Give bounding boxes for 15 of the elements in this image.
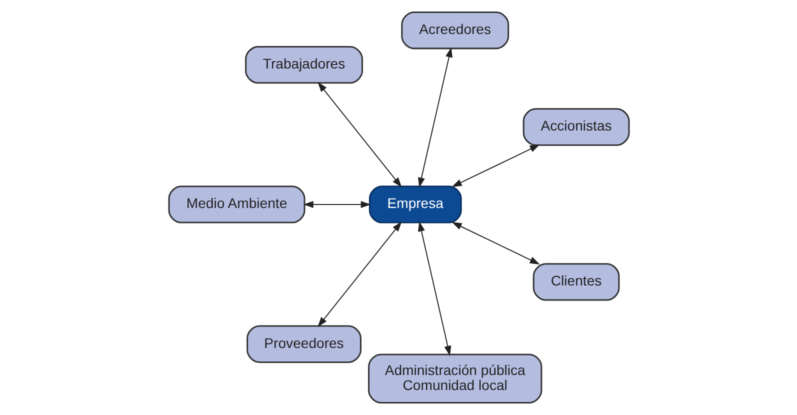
node-box: Administración pública Comunidad local: [368, 354, 542, 404]
node-box: Empresa: [368, 186, 462, 224]
node-box: Proveedores: [246, 325, 361, 363]
node-box: Accionistas: [522, 108, 630, 146]
node-box: Medio Ambiente: [168, 186, 305, 224]
arrow: [418, 221, 451, 356]
arrow: [317, 222, 402, 328]
arrow: [451, 222, 540, 264]
arrow: [302, 200, 370, 208]
arrow: [418, 47, 452, 188]
arrow: [317, 82, 402, 188]
node-box: Clientes: [532, 263, 620, 301]
node-box: Trabajadores: [244, 46, 362, 84]
arrow: [451, 144, 540, 187]
node-box: Acreedores: [400, 12, 509, 50]
